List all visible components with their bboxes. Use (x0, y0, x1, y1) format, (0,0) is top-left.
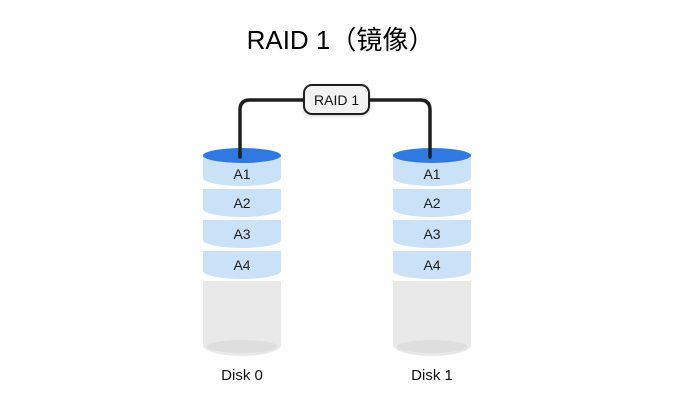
disk-1-free-space (393, 281, 471, 356)
diagram-title: RAID 1（镜像） (246, 25, 435, 55)
disk-1-block-a2: A2 (393, 189, 471, 217)
disk-0-bottom-ellipse (207, 340, 277, 353)
disk-0-label: Disk 0 (221, 367, 263, 384)
disk-0-block-a3: A3 (203, 220, 281, 248)
disk-0-top-ellipse (203, 148, 281, 163)
disk-1-top-ellipse (393, 148, 471, 163)
disk-0-free-space (203, 281, 281, 356)
disk-1-block-a4: A4 (393, 251, 471, 279)
disk-1-label: Disk 1 (411, 367, 453, 384)
disk-0-block-a2: A2 (203, 189, 281, 217)
disk-1-bottom-ellipse (397, 340, 467, 353)
disk-1-block-a3: A3 (393, 220, 471, 248)
disk-1: A1 A2 A3 A4 Disk 1 (393, 148, 471, 384)
disk-0-block-a4: A4 (203, 251, 281, 279)
raid-controller-node: RAID 1 (303, 84, 371, 115)
disk-0: A1 A2 A3 A4 Disk 0 (203, 148, 281, 384)
